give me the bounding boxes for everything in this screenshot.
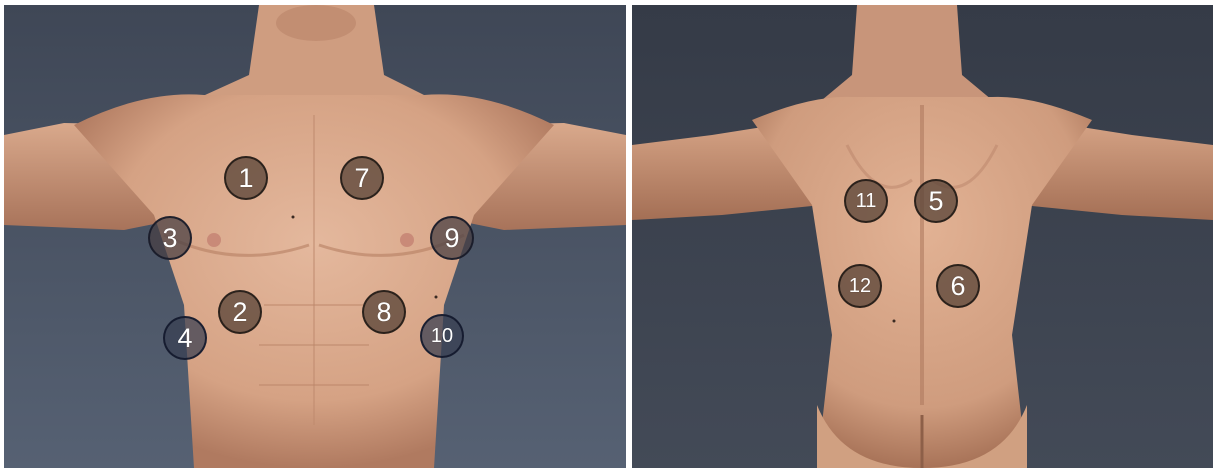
back-view-panel: 11 5 12 6 [632,5,1213,468]
marker-3: 3 [148,216,192,260]
marker-9: 9 [430,216,474,260]
marker-10: 10 [420,314,464,358]
back-torso-illustration [632,5,1213,468]
marker-7: 7 [340,156,384,200]
marker-6: 6 [936,264,980,308]
front-torso-illustration [4,5,626,468]
marker-11: 11 [844,179,888,223]
marker-4: 4 [163,316,207,360]
marker-8: 8 [362,290,406,334]
marker-1: 1 [224,156,268,200]
marker-2: 2 [218,290,262,334]
marker-12: 12 [838,264,882,308]
marker-5: 5 [914,179,958,223]
front-view-panel: 1 7 3 9 2 8 4 10 [4,5,626,468]
